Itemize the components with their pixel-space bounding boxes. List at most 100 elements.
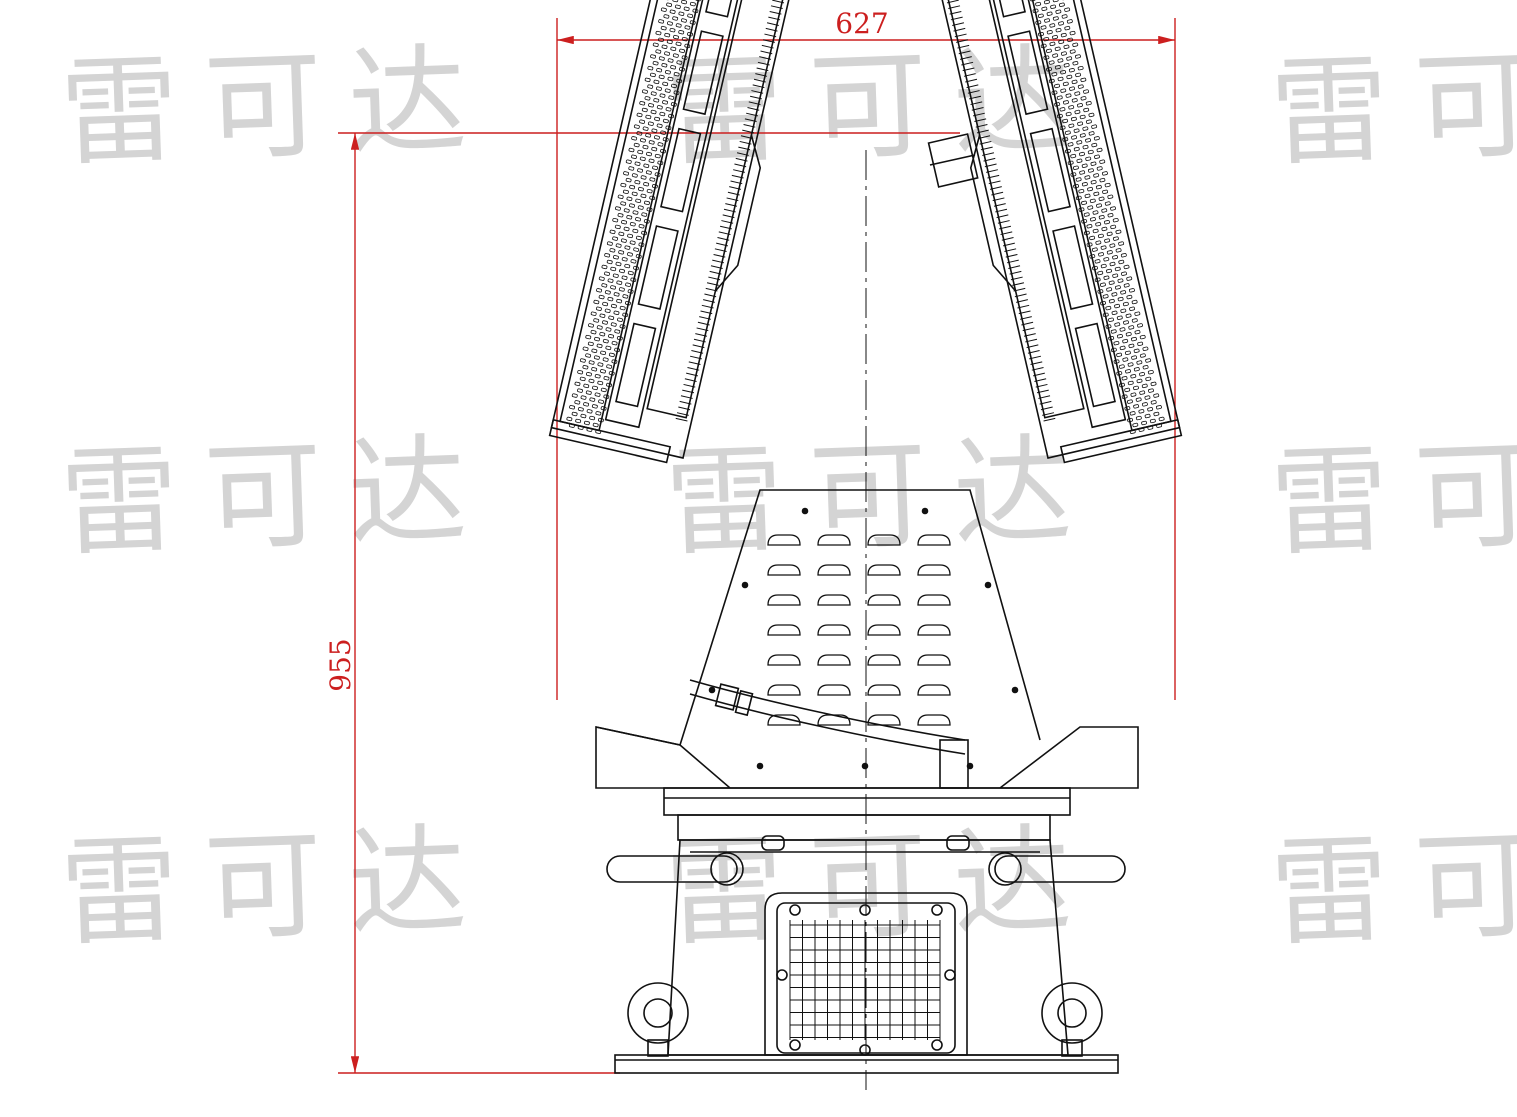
cooling-fin <box>756 67 769 72</box>
perforation <box>1062 118 1069 124</box>
perforation <box>647 65 654 71</box>
perforation <box>1079 114 1086 120</box>
perforation <box>1129 411 1136 416</box>
cooling-fin <box>975 123 988 128</box>
perforation <box>1085 101 1092 106</box>
perforation <box>632 228 639 234</box>
perforation <box>597 362 604 367</box>
perforation <box>648 103 654 108</box>
perforation <box>591 404 598 409</box>
perforation <box>633 142 640 148</box>
perforation <box>661 63 668 68</box>
cooling-fin <box>958 50 971 55</box>
cooling-fin <box>761 44 774 49</box>
panel-body <box>921 0 1181 459</box>
perforation <box>641 107 648 113</box>
perforation <box>1056 95 1063 100</box>
perforation <box>1120 253 1127 258</box>
perforation <box>662 100 668 105</box>
perforation <box>619 268 625 274</box>
perforation <box>593 355 600 360</box>
perforation <box>1093 191 1100 197</box>
perforation <box>1119 345 1126 351</box>
perforation <box>628 166 635 171</box>
vent-slot <box>867 624 901 636</box>
perforation <box>1064 130 1071 135</box>
perforation <box>1083 107 1090 113</box>
cooling-fin <box>738 146 751 151</box>
perforation <box>654 172 661 177</box>
cooling-fin <box>953 27 966 32</box>
perforation <box>642 144 649 150</box>
perforation <box>1100 245 1107 250</box>
cooling-fin <box>688 361 701 366</box>
perforation <box>648 140 655 145</box>
vent-slot <box>917 534 951 546</box>
perforation <box>599 331 606 337</box>
perforation <box>588 360 595 365</box>
perforation <box>604 271 610 276</box>
perforation <box>1110 206 1116 211</box>
perforation <box>596 325 603 330</box>
perforation <box>669 9 676 14</box>
perforation <box>1092 210 1099 215</box>
perforation <box>625 177 632 183</box>
perforation <box>1057 58 1064 63</box>
cooling-fin <box>763 39 775 43</box>
perforation <box>607 278 614 283</box>
perforation <box>631 136 638 141</box>
cooling-fin <box>997 220 1010 224</box>
perforation <box>586 409 593 414</box>
perforation <box>1078 188 1085 194</box>
perforation <box>605 327 612 332</box>
perforation <box>633 265 639 271</box>
perforation <box>1046 11 1053 16</box>
perforation <box>1107 194 1114 199</box>
perforation <box>616 280 623 285</box>
cooling-fin <box>1010 276 1023 281</box>
perforation <box>627 252 633 257</box>
cooling-fin <box>969 95 982 100</box>
perforation <box>658 37 664 43</box>
perforation <box>1075 72 1082 78</box>
perforation <box>647 121 654 126</box>
perforation <box>1085 156 1092 161</box>
perforation <box>1114 285 1121 290</box>
perforation <box>649 72 656 78</box>
perforation <box>636 112 643 118</box>
perforation <box>631 191 638 197</box>
perforation <box>1100 263 1107 269</box>
perforation <box>1079 170 1086 175</box>
perforation <box>1150 381 1157 387</box>
base-grille <box>789 920 941 1040</box>
vent-slot <box>817 564 851 576</box>
perforation <box>647 84 654 89</box>
perforation <box>1043 0 1050 5</box>
cooling-fin <box>1001 237 1014 241</box>
perforation <box>1155 405 1162 410</box>
perforation <box>660 7 667 12</box>
perforation <box>633 124 640 129</box>
perforation <box>574 381 581 387</box>
perforation <box>1057 76 1064 82</box>
perforation <box>662 81 669 87</box>
perforation <box>673 72 680 77</box>
perforation <box>620 201 627 206</box>
perforation <box>608 315 615 320</box>
cooling-fin <box>1019 316 1032 320</box>
perforation <box>683 6 690 11</box>
perforation <box>633 247 640 252</box>
perforation <box>1133 367 1140 372</box>
perforation <box>1110 329 1117 334</box>
perforation <box>1104 182 1111 188</box>
perforation <box>657 160 664 166</box>
perforation <box>637 205 644 210</box>
cooling-fin <box>982 152 995 156</box>
perforation <box>678 30 685 35</box>
perforation <box>1060 70 1067 75</box>
perforation <box>615 206 621 211</box>
perforation <box>1079 133 1086 138</box>
perforation <box>1118 259 1125 265</box>
perforation <box>639 156 646 161</box>
perforation <box>1109 243 1116 248</box>
